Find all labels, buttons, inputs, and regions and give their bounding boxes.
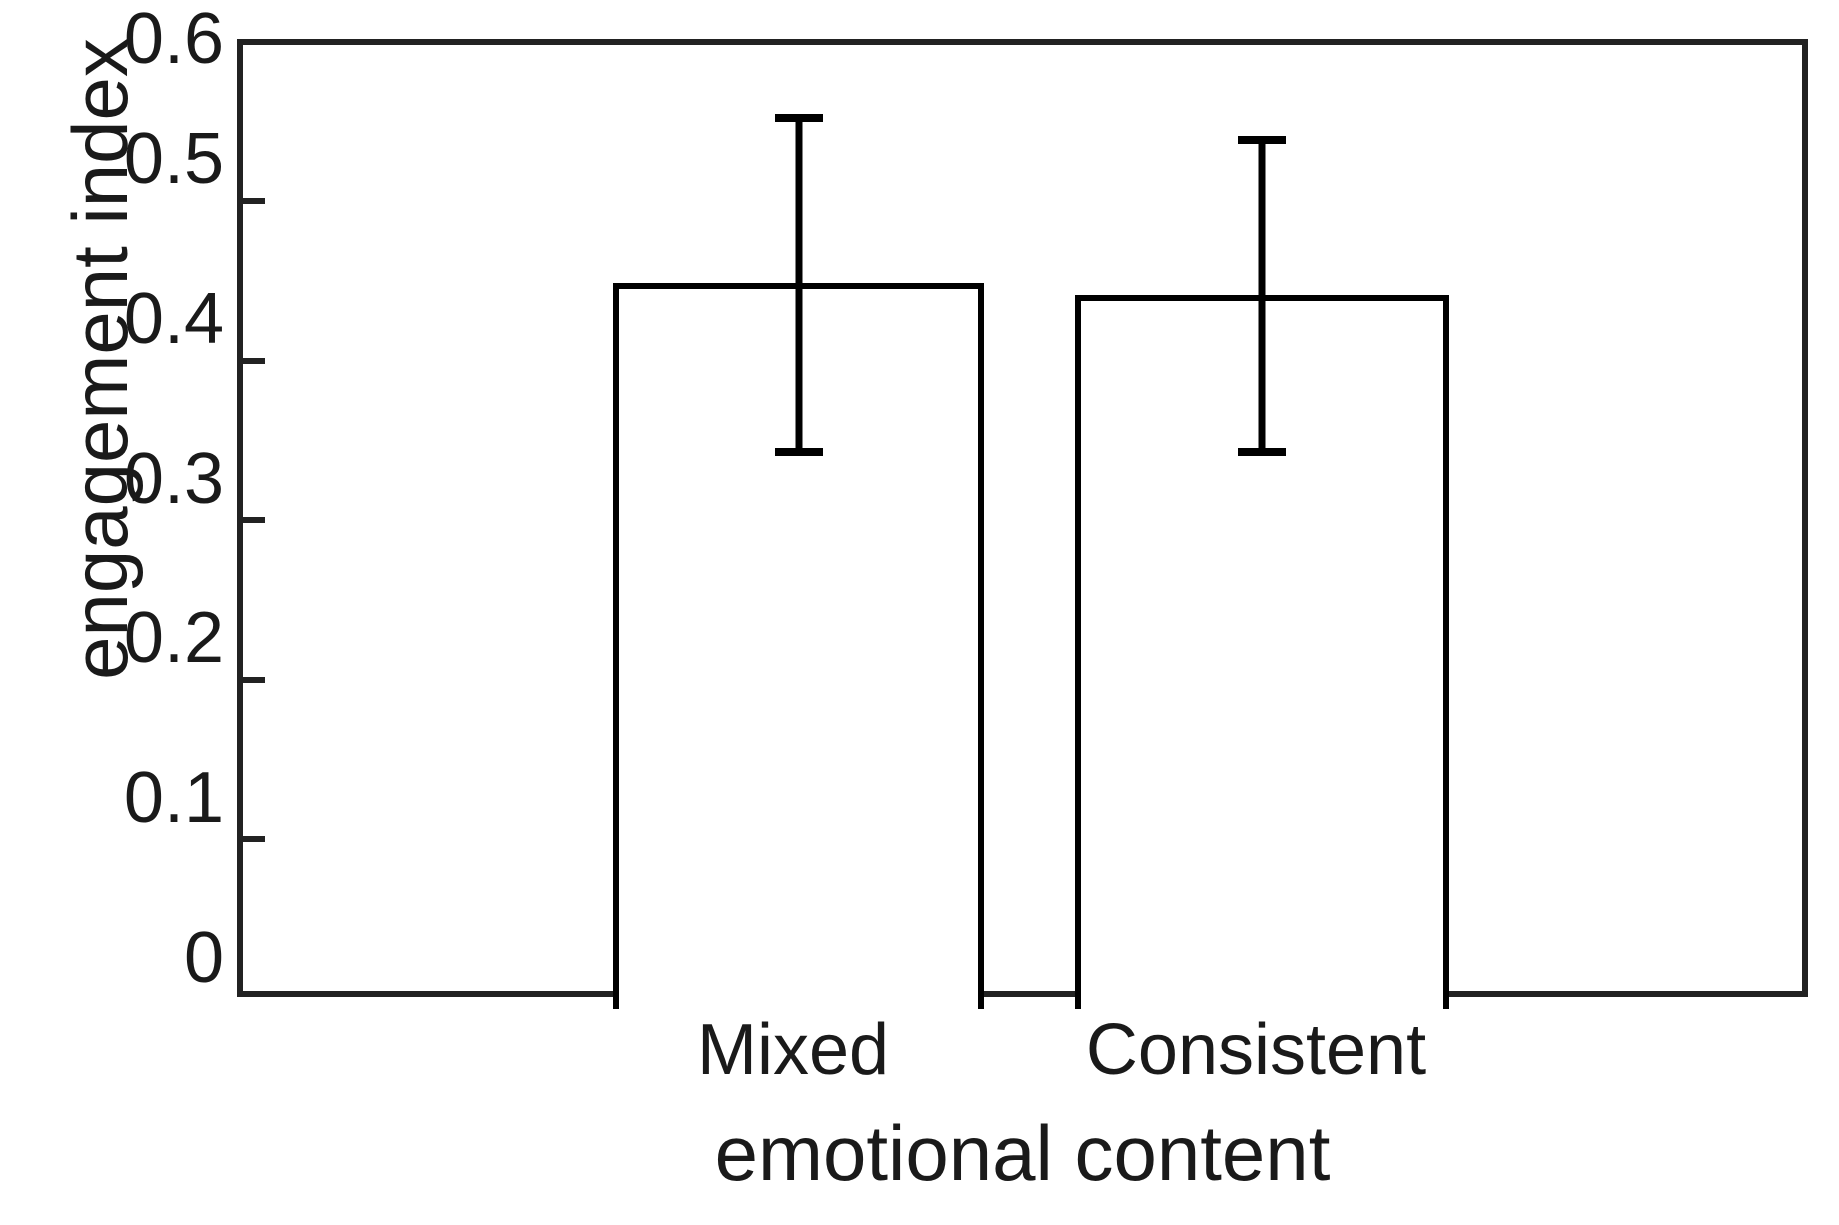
y-tick-label-0: 0 [183, 918, 224, 998]
errorbar-line-consistent [1258, 136, 1266, 455]
errorbar-cap-lower-consistent [1238, 448, 1286, 456]
errorbar-cap-lower-mixed [775, 448, 823, 456]
errorbar-cap-upper-consistent [1238, 136, 1286, 144]
errorbar-cap-upper-mixed [775, 114, 823, 122]
x-tick-label-mixed: Mixed [696, 1010, 890, 1090]
y-tick-mark-0.4 [243, 358, 265, 364]
y-tick-label-0.3: 0.3 [123, 439, 224, 519]
y-tick-label-0.4: 0.4 [123, 279, 224, 359]
y-tick-mark-0.2 [243, 677, 265, 683]
y-tick-label-0.2: 0.2 [123, 598, 224, 678]
y-tick-label-0.1: 0.1 [123, 758, 224, 838]
x-tick-label-consistent: Consistent [1085, 1010, 1427, 1090]
y-tick-mark-0.1 [243, 836, 265, 842]
x-axis-title: emotional content [714, 1109, 1331, 1197]
y-tick-label-0.6: 0.6 [123, 0, 224, 79]
y-tick-label-0.5: 0.5 [123, 119, 224, 199]
errorbar-line-mixed [795, 114, 803, 455]
plot-area [237, 39, 1808, 1009]
y-tick-mark-0.5 [243, 198, 265, 204]
y-tick-mark-0.3 [243, 517, 265, 523]
